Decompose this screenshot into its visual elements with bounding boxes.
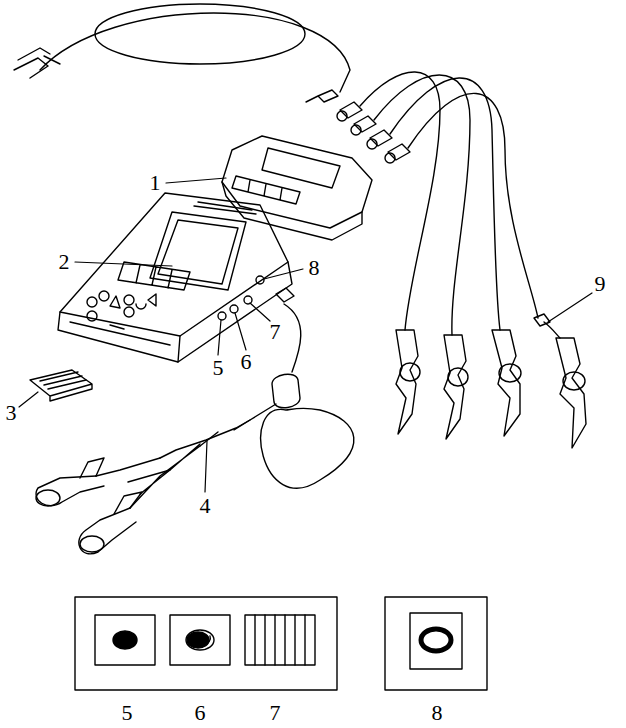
callout-number: 1 <box>150 172 161 194</box>
callout-number: 4 <box>200 495 211 517</box>
callout-number: 7 <box>270 321 281 343</box>
callout-number: 7 <box>270 702 281 724</box>
callout-number: 5 <box>213 357 224 379</box>
callout-number: 2 <box>59 251 70 273</box>
callout-number: 6 <box>195 702 206 724</box>
callout-number: 6 <box>241 351 252 373</box>
callout-number: 8 <box>309 257 320 279</box>
callout-number: 9 <box>595 273 606 295</box>
callout-number: 3 <box>6 402 17 424</box>
callout-number: 5 <box>122 702 133 724</box>
callout-number: 8 <box>432 702 443 724</box>
